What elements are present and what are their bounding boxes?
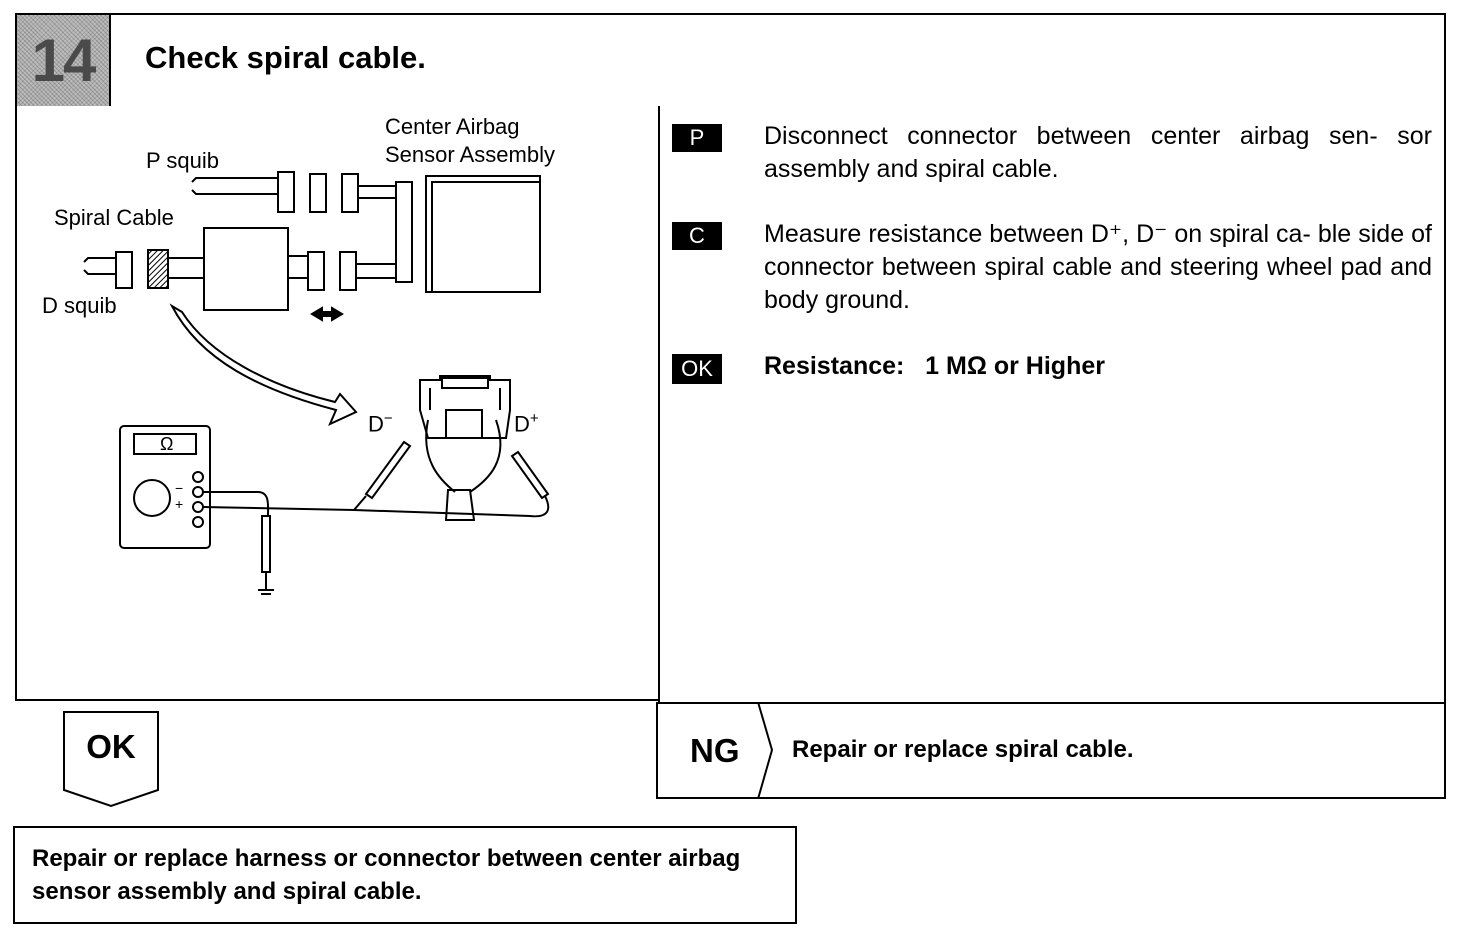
d-sensor-connector — [339, 251, 357, 291]
label-d-plus: D+ — [514, 410, 539, 437]
p-squib-plug — [277, 171, 295, 213]
sensor-link — [395, 181, 413, 283]
ng-result-box — [656, 702, 1446, 799]
meter-lead-minus — [203, 491, 270, 517]
label-d-squib: D squib — [42, 293, 117, 318]
tag-p: P — [672, 124, 722, 152]
step-ok-text: Resistance: 1 MΩ or Higher — [764, 352, 1105, 380]
ng-result-label: NG — [690, 732, 740, 769]
probe-right — [510, 450, 550, 500]
ok-arrow — [63, 711, 159, 808]
d-squib-plug — [115, 251, 133, 289]
ground-probe — [261, 515, 271, 573]
spiral-cable-diagram — [83, 171, 550, 595]
step-p-text: Disconnect connector between center airb… — [764, 122, 1432, 183]
connector-detail — [419, 375, 511, 439]
slide-arrows — [310, 306, 344, 322]
spiral-cable-body — [203, 227, 289, 311]
step-ok: OK Resistance: 1 MΩ or Higher — [672, 350, 1442, 390]
meter-minus-sign: − — [175, 480, 184, 496]
p-squib-wire — [191, 177, 279, 195]
d-mid-connector — [307, 251, 325, 291]
step-c-text: Measure resistance between D⁺, D⁻ on spi… — [764, 220, 1432, 314]
label-p-squib: P squib — [146, 148, 219, 173]
step-c: C Measure resistance between D⁺, D⁻ on s… — [672, 218, 1442, 318]
sensor-box — [431, 181, 541, 293]
meter-plus-sign: + — [175, 496, 184, 512]
multimeter — [119, 425, 211, 549]
probe-left — [364, 440, 412, 500]
step-number-badge: 14 — [17, 15, 111, 106]
label-d-minus: D− — [368, 410, 393, 437]
step-header — [15, 13, 1446, 108]
step-p: P Disconnect connector between center ai… — [672, 120, 1442, 190]
instruction-panel — [658, 106, 1446, 704]
meter-ohm-symbol: Ω — [160, 434, 174, 454]
p-mid-connector — [309, 173, 327, 213]
meter-lead-plus — [202, 506, 531, 517]
ok-result-label: OK — [86, 728, 136, 765]
label-sensor-assembly: Sensor Assembly — [385, 142, 555, 167]
ok-action-box — [13, 826, 797, 924]
spiral-connector — [147, 249, 169, 289]
d-squib-wire — [83, 257, 117, 275]
tag-ok: OK — [672, 354, 722, 384]
detail-arrow — [169, 303, 358, 426]
ng-action-text: Repair or replace spiral cable. — [792, 736, 1134, 763]
page-title: Check spiral cable. — [145, 40, 426, 75]
label-center-airbag: Center Airbag — [385, 114, 520, 139]
label-spiral-cable: Spiral Cable — [54, 205, 174, 230]
tag-c: C — [672, 222, 722, 250]
ng-chevron — [757, 702, 774, 799]
ok-action-text: Repair or replace harness or connector b… — [32, 845, 741, 905]
p-sensor-connector — [341, 173, 359, 213]
